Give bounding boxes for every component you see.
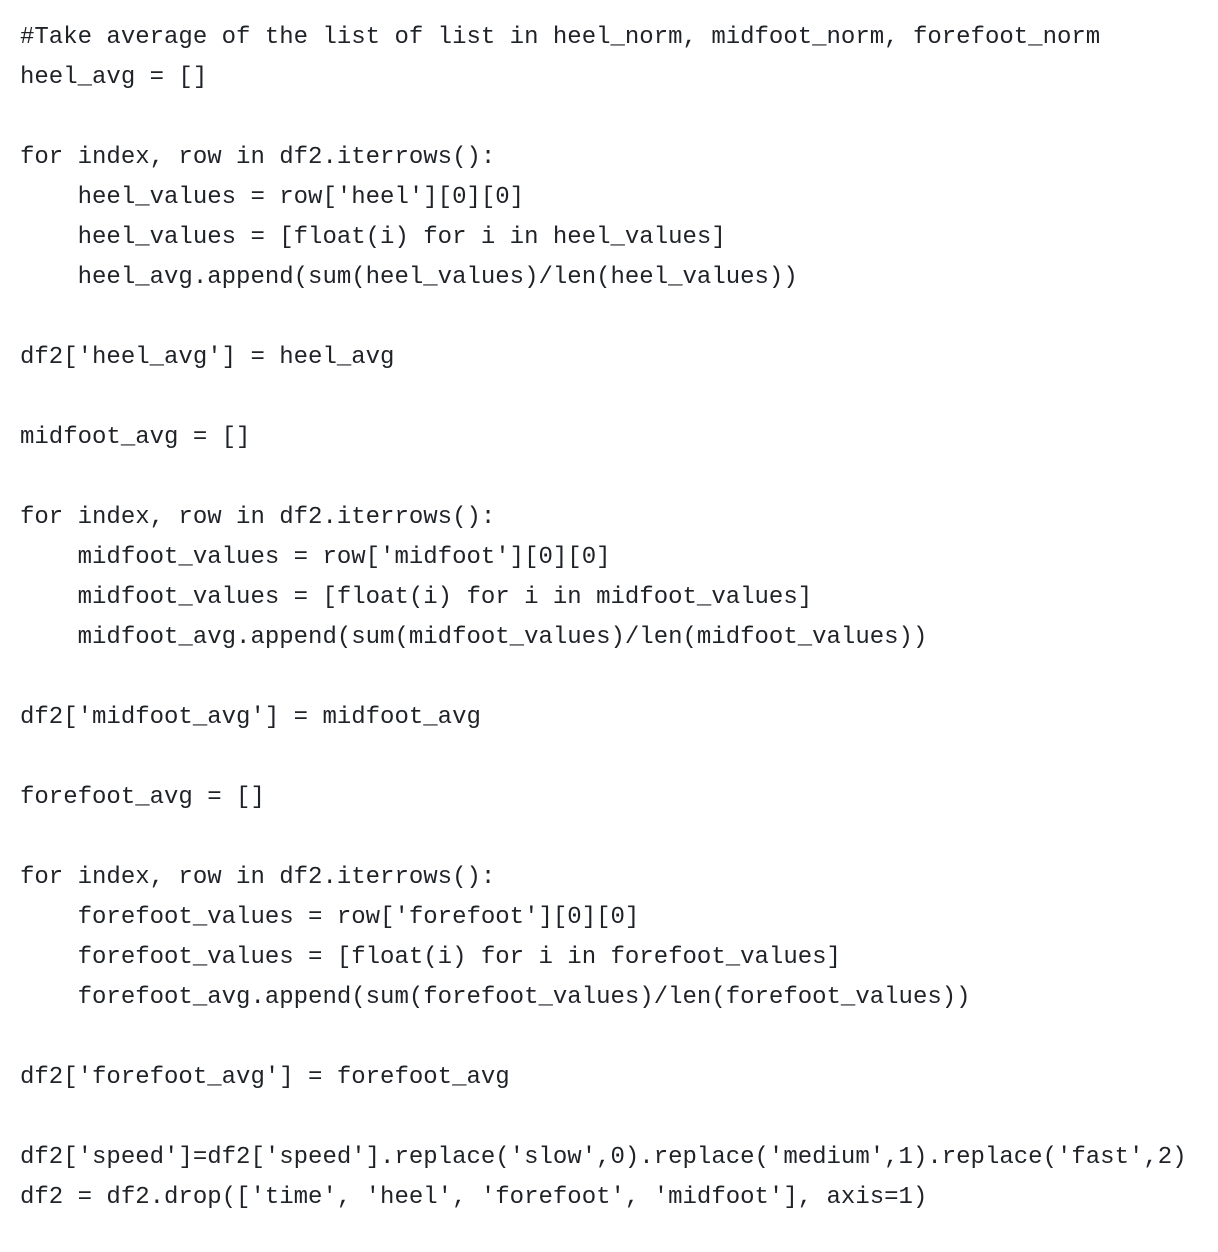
code-line [20, 1018, 1187, 1058]
code-block[interactable]: #Take average of the list of list in hee… [20, 18, 1187, 1218]
code-line: df2['heel_avg'] = heel_avg [20, 344, 395, 371]
code-line: forefoot_avg = [] [20, 784, 265, 811]
code-line: heel_avg.append(sum(heel_values)/len(hee… [20, 264, 798, 291]
code-line: df2['midfoot_avg'] = midfoot_avg [20, 704, 481, 731]
code-line [20, 1098, 1187, 1138]
code-line [20, 298, 1187, 338]
code-line: heel_values = [float(i) for i in heel_va… [20, 224, 726, 251]
code-line: forefoot_avg.append(sum(forefoot_values)… [20, 984, 971, 1011]
code-line [20, 98, 1187, 138]
code-line: midfoot_values = row['midfoot'][0][0] [20, 544, 611, 571]
code-line: midfoot_avg.append(sum(midfoot_values)/l… [20, 624, 928, 651]
code-line: forefoot_values = row['forefoot'][0][0] [20, 904, 640, 931]
code-line: heel_values = row['heel'][0][0] [20, 184, 525, 211]
code-line: forefoot_values = [float(i) for i in for… [20, 944, 841, 971]
code-line: for index, row in df2.iterrows(): [20, 504, 496, 531]
code-line: heel_avg = [] [20, 64, 208, 91]
code-line [20, 738, 1187, 778]
code-line: df2['forefoot_avg'] = forefoot_avg [20, 1064, 510, 1091]
code-line: for index, row in df2.iterrows(): [20, 144, 496, 171]
code-line [20, 458, 1187, 498]
code-line: df2 = df2.drop(['time', 'heel', 'forefoo… [20, 1184, 928, 1211]
code-line [20, 658, 1187, 698]
code-line: #Take average of the list of list in hee… [20, 24, 1101, 51]
code-line [20, 818, 1187, 858]
code-line: midfoot_values = [float(i) for i in midf… [20, 584, 813, 611]
code-line: for index, row in df2.iterrows(): [20, 864, 496, 891]
code-line [20, 378, 1187, 418]
code-line: midfoot_avg = [] [20, 424, 251, 451]
code-line: df2['speed']=df2['speed'].replace('slow'… [20, 1144, 1187, 1171]
